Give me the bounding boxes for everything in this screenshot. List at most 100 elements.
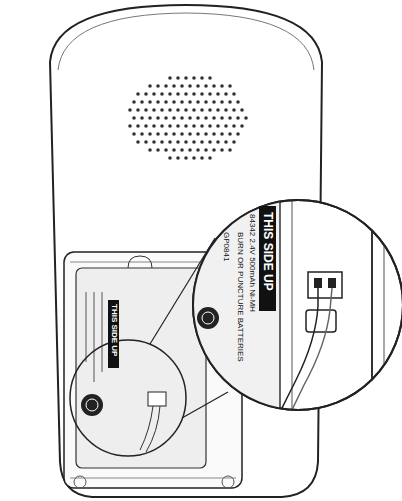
grille-hole xyxy=(244,116,248,120)
connector-pin xyxy=(328,278,336,288)
grille-hole xyxy=(156,84,160,88)
grille-hole xyxy=(216,108,220,112)
grille-hole xyxy=(192,92,196,96)
grille-hole xyxy=(212,148,216,152)
grille-hole xyxy=(184,92,188,96)
grille-hole xyxy=(168,140,172,144)
grille-hole xyxy=(220,116,224,120)
grille-hole xyxy=(160,124,164,128)
grille-hole xyxy=(232,140,236,144)
grille-hole xyxy=(208,108,212,112)
grille-hole xyxy=(184,156,188,160)
grille-hole xyxy=(232,108,236,112)
grille-hole xyxy=(200,124,204,128)
recycle-seal-ring xyxy=(202,312,214,324)
grille-hole xyxy=(212,132,216,136)
zoom-content xyxy=(190,190,384,420)
grille-hole xyxy=(204,100,208,104)
housing-edge xyxy=(371,190,373,420)
grille-hole xyxy=(176,156,180,160)
grille-hole xyxy=(128,124,132,128)
wire-clip xyxy=(306,310,336,332)
screw xyxy=(74,476,86,488)
grille-hole xyxy=(164,84,168,88)
grille-hole xyxy=(240,124,244,128)
grille-hole xyxy=(148,148,152,152)
grille-hole xyxy=(172,100,176,104)
grille-hole xyxy=(208,92,212,96)
grille-hole xyxy=(208,156,212,160)
grille-hole xyxy=(152,108,156,112)
speaker-grille xyxy=(128,76,248,160)
grille-hole xyxy=(196,132,200,136)
grille-hole xyxy=(184,124,188,128)
grille-hole xyxy=(152,140,156,144)
grille-hole xyxy=(164,116,168,120)
battery-fine-print xyxy=(86,292,102,382)
grille-hole xyxy=(160,92,164,96)
grille-hole xyxy=(236,100,240,104)
grille-hole xyxy=(196,148,200,152)
grille-hole xyxy=(132,100,136,104)
grille-hole xyxy=(208,124,212,128)
grille-hole xyxy=(212,100,216,104)
grille-hole xyxy=(156,132,160,136)
recycle-seal xyxy=(81,394,103,416)
grille-hole xyxy=(148,100,152,104)
grille-hole xyxy=(196,84,200,88)
grille-hole xyxy=(184,108,188,112)
grille-hole xyxy=(168,76,172,80)
battery-warning: BURN OR PUNCTURE BATTERIES xyxy=(235,232,244,362)
grille-hole xyxy=(136,108,140,112)
grille-hole xyxy=(220,100,224,104)
handset-edge xyxy=(58,13,314,70)
grille-hole xyxy=(184,140,188,144)
grille-hole xyxy=(144,140,148,144)
grille-hole xyxy=(172,148,176,152)
housing-edge xyxy=(384,190,385,420)
grille-hole xyxy=(148,116,152,120)
grille-hole xyxy=(188,116,192,120)
grille-hole xyxy=(192,140,196,144)
grille-hole xyxy=(200,156,204,160)
grille-hole xyxy=(196,100,200,104)
grille-hole xyxy=(204,132,208,136)
grille-hole xyxy=(136,124,140,128)
battery-pack-zoom xyxy=(190,190,280,420)
grille-hole xyxy=(236,132,240,136)
grille-hole xyxy=(232,92,236,96)
grille-hole xyxy=(184,76,188,80)
grille-hole xyxy=(164,100,168,104)
grille-hole xyxy=(208,76,212,80)
grille-hole xyxy=(236,116,240,120)
grille-hole xyxy=(228,116,232,120)
pack-edge xyxy=(279,190,281,420)
grille-hole xyxy=(148,132,152,136)
screw xyxy=(222,476,234,488)
grille-hole xyxy=(152,124,156,128)
grille-hole xyxy=(188,84,192,88)
grille-hole xyxy=(240,108,244,112)
grille-hole xyxy=(192,108,196,112)
grille-hole xyxy=(192,156,196,160)
wire xyxy=(290,288,332,414)
wire xyxy=(280,288,318,412)
grille-hole xyxy=(216,140,220,144)
grille-hole xyxy=(176,140,180,144)
connector-socket xyxy=(308,272,342,298)
grille-hole xyxy=(196,116,200,120)
grille-hole xyxy=(176,108,180,112)
grille-hole xyxy=(140,116,144,120)
grille-hole xyxy=(128,108,132,112)
grille-hole xyxy=(224,108,228,112)
battery-pack xyxy=(76,268,206,468)
grille-hole xyxy=(220,148,224,152)
grille-hole xyxy=(180,132,184,136)
connector-pin xyxy=(314,278,322,288)
battery-connector xyxy=(148,392,166,406)
grille-hole xyxy=(132,132,136,136)
grille-hole xyxy=(176,92,180,96)
grille-hole xyxy=(164,148,168,152)
grille-hole xyxy=(200,140,204,144)
grille-hole xyxy=(216,124,220,128)
